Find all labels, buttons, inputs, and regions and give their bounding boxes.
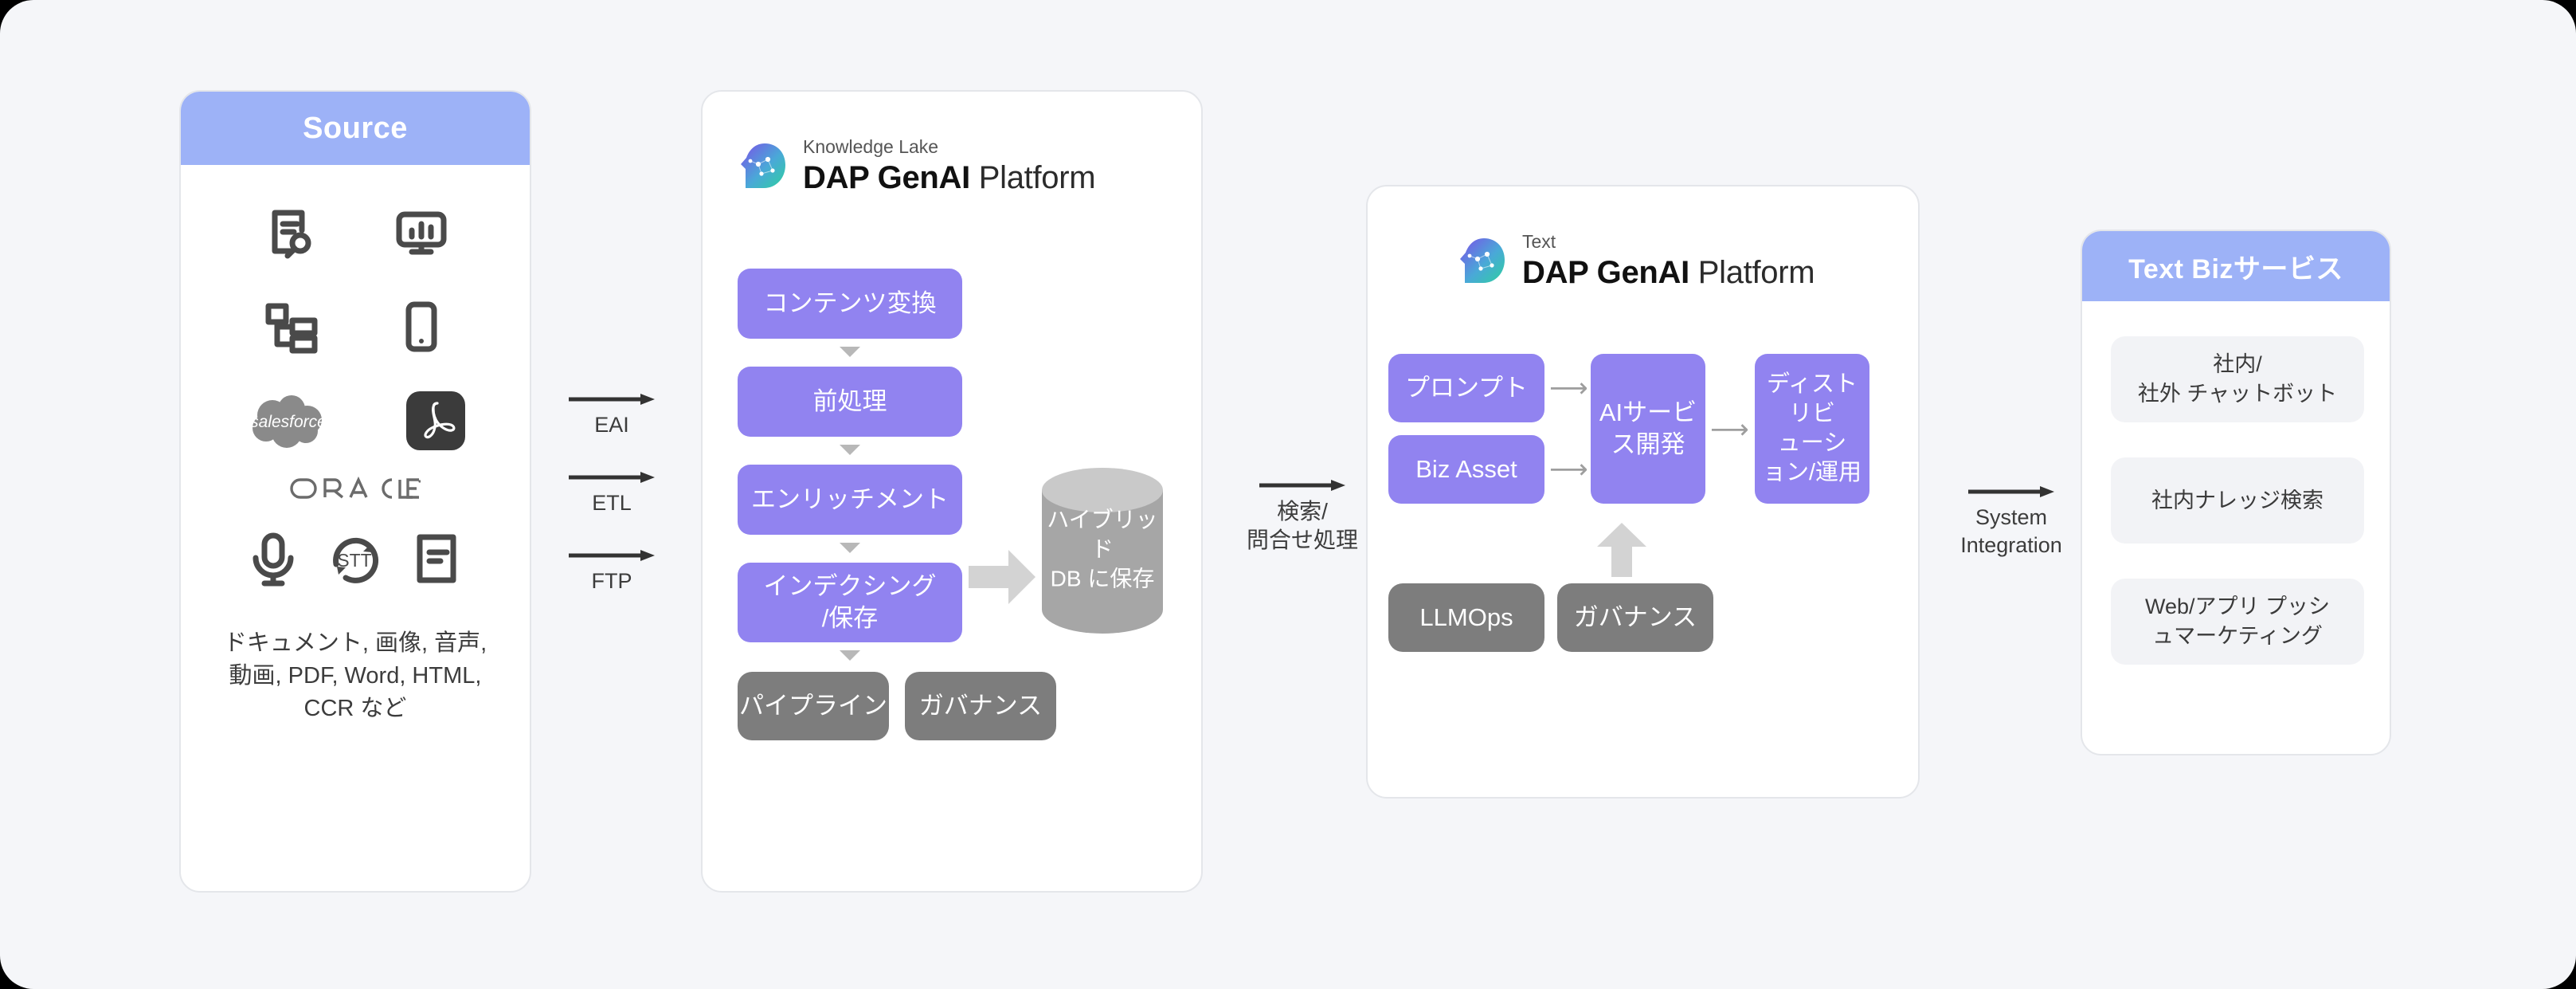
system-integration-arrow: System Integration [1944, 485, 2079, 559]
text-biz-service-panel: Text Bizサービス 社内/ 社外 チャットボット 社内ナレッジ検索 Web… [2081, 230, 2391, 755]
oracle-logo [290, 475, 421, 502]
bizasset-to-ai-arrow-icon: ⟶ [1549, 454, 1588, 485]
text-document-icon [410, 531, 463, 592]
ingest-arrow-eai-label: EAI [594, 413, 629, 437]
text-dap-logo: Text DAP GenAI Platform [1457, 233, 1815, 288]
text-logo-subtitle: Text [1522, 231, 1556, 252]
foundation-up-arrow-icon [1597, 523, 1646, 577]
step-enrichment[interactable]: エンリッチメント [738, 465, 962, 535]
source-icon-grid: salesforce [181, 165, 530, 726]
step-content-conversion[interactable]: コンテンツ変換 [738, 269, 962, 339]
text-footer-box-governance[interactable]: ガバナンス [1557, 583, 1713, 652]
arrow-icon [569, 394, 655, 405]
query-arrow-label: 検索/ 問合せ処理 [1246, 499, 1358, 553]
source-icon-row-5: STT [248, 531, 463, 592]
query-arrow: 検索/ 問合せ処理 [1231, 478, 1374, 555]
footer-box-pipeline[interactable]: パイプライン [738, 672, 889, 740]
salesforce-logo: salesforce [245, 391, 331, 454]
monitor-chart-icon [393, 203, 450, 265]
source-panel-title: Source [181, 92, 530, 165]
source-icon-row-3: salesforce [245, 391, 465, 454]
ingest-arrow-ftp: FTP [567, 548, 656, 595]
arrow-icon [1259, 480, 1345, 491]
knowledge-lake-logo: Knowledge Lake DAP GenAI Platform [738, 136, 1096, 195]
step-connector-3 [840, 543, 860, 553]
source-icon-row-1 [260, 203, 450, 265]
step-connector-4 [840, 650, 860, 661]
adobe-pdf-icon [406, 391, 465, 454]
input-box-prompt[interactable]: プロンプト [1388, 354, 1544, 422]
dap-logo-subtitle: Knowledge Lake [803, 136, 939, 157]
source-panel: Source [179, 90, 531, 893]
ai-to-distribution-arrow-icon: ⟶ [1710, 414, 1749, 445]
cylinder-icon [1042, 468, 1163, 634]
storage-arrow-icon [969, 550, 1035, 604]
distribution-operations-box[interactable]: ディスト リビ ューシ ョン/運用 [1755, 354, 1869, 504]
biz-service-title: Text Bizサービス [2082, 231, 2390, 301]
ai-service-development-box[interactable]: AIサービ ス開発 [1591, 354, 1705, 504]
biz-item-knowledge-search[interactable]: 社内ナレッジ検索 [2111, 457, 2364, 544]
step-preprocessing[interactable]: 前処理 [738, 367, 962, 437]
input-box-biz-asset[interactable]: Biz Asset [1388, 435, 1544, 504]
text-dap-platform-panel: Text DAP GenAI Platform プロンプト ⟶ Biz Asse… [1366, 185, 1920, 799]
biz-item-chatbot[interactable]: 社内/ 社外 チャットボット [2111, 336, 2364, 422]
dap-genai-platform-panel: Knowledge Lake DAP GenAI Platform コンテンツ変… [701, 90, 1203, 893]
arrow-icon [1968, 486, 2054, 497]
text-footer-box-llmops[interactable]: LLMOps [1388, 583, 1544, 652]
biz-item-push-marketing[interactable]: Web/アプリ プッシ ュマーケティング [2111, 579, 2364, 665]
dap-logo-title-bold: DAP GenAI [803, 160, 970, 195]
prompt-to-ai-arrow-icon: ⟶ [1549, 373, 1588, 403]
org-structure-icon [260, 298, 318, 359]
dap-head-logo-icon [1460, 238, 1505, 283]
mobile-phone-icon [393, 298, 450, 359]
stt-refresh-icon: STT [326, 531, 383, 592]
arrow-icon [569, 550, 655, 561]
text-logo-title-bold: DAP GenAI [1522, 255, 1689, 290]
ingest-arrow-ftp-label: FTP [591, 569, 632, 593]
text-logo-title-light: Platform [1697, 255, 1815, 290]
dap-logo-title-light: Platform [978, 160, 1096, 195]
ingest-arrow-etl: ETL [567, 470, 656, 517]
document-search-icon [260, 203, 318, 265]
arrow-icon [569, 472, 655, 483]
dap-head-logo-icon [741, 143, 785, 188]
system-integration-label: System Integration [1960, 505, 2062, 558]
footer-box-governance[interactable]: ガバナンス [905, 672, 1056, 740]
ingest-arrow-etl-label: ETL [592, 491, 632, 515]
source-icon-row-2 [260, 298, 450, 359]
svg-text:salesforce: salesforce [250, 413, 327, 431]
step-indexing-storage[interactable]: インデクシング /保存 [738, 563, 962, 642]
stt-label: STT [337, 550, 371, 571]
hybrid-database-label: ハイブリッド DB に保存 [1047, 507, 1158, 591]
step-connector-2 [840, 445, 860, 455]
step-connector-1 [840, 347, 860, 357]
microphone-icon [248, 531, 299, 592]
ingest-arrow-eai: EAI [567, 392, 656, 439]
source-caption: ドキュメント, 画像, 音声, 動画, PDF, Word, HTML, CCR… [223, 630, 487, 722]
hybrid-database-cylinder: ハイブリッド DB に保存 [1039, 466, 1166, 634]
